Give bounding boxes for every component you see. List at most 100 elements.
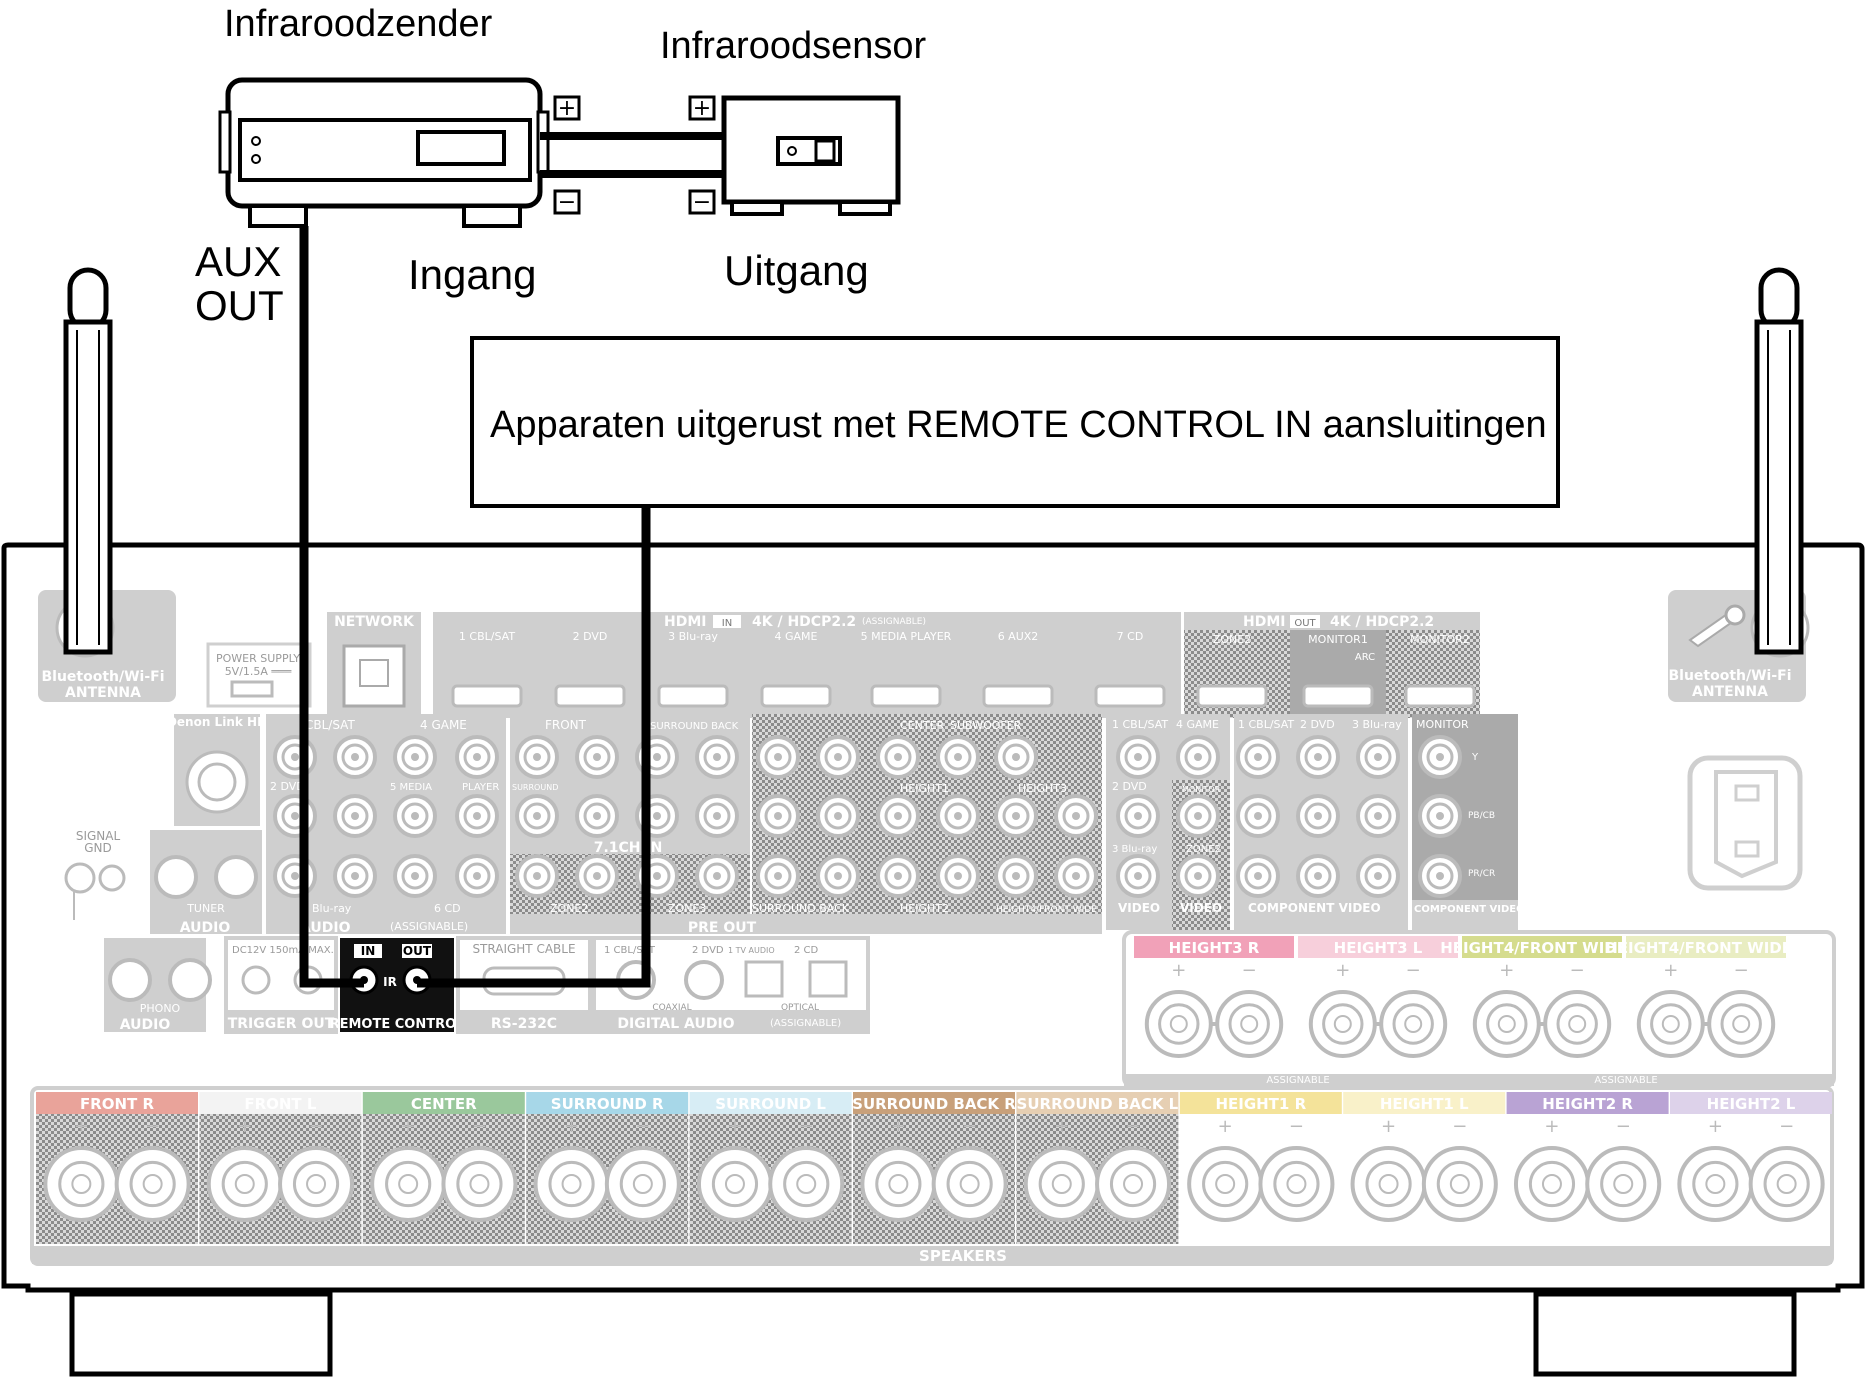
digital-audio-label: DIGITAL AUDIO	[617, 1016, 734, 1032]
preout-section: 7.1CH IN PRE OUT FRONT SURROUND BACK SUR…	[510, 714, 1102, 936]
component-y: Y	[1471, 752, 1479, 763]
digital-in-4: 2 CD	[794, 945, 819, 956]
digital-audio: 1 CBL/SAT 2 DVD 1 TV AUDIO 2 CD COAXIAL …	[592, 936, 870, 1034]
right-foot	[1533, 1291, 1797, 1377]
denon-link-label: Denon Link HD	[167, 715, 267, 729]
phono-label: PHONO	[140, 1002, 181, 1015]
speaker-terminal-label: HEIGHT3 R	[1169, 939, 1260, 957]
transmitter-minus-terminal: −	[553, 189, 581, 215]
video-monitor: MONITOR	[1182, 785, 1221, 794]
lower-assignable-2: ASSIGNABLE	[1303, 1232, 1373, 1245]
component-video-out-label: COMPONENT VIDEO	[1414, 904, 1525, 915]
ac-in-label: AC IN	[1753, 731, 1802, 750]
hdmi-out-port-label: MONITOR1	[1308, 633, 1368, 646]
preout-jack	[575, 854, 619, 898]
minus-icon: −	[1406, 960, 1421, 981]
speaker-terminal-label: FRONT R	[80, 1095, 155, 1113]
component-jack	[1418, 854, 1462, 898]
preout-jack	[756, 854, 800, 898]
hdmi-port	[1404, 684, 1476, 708]
hdmi-out-port-label: ZONE2	[1213, 633, 1251, 646]
hdmi-port	[1196, 684, 1268, 708]
arc-label: ARC	[1355, 652, 1375, 663]
digital-in-1: 1 CBL/SAT	[604, 945, 656, 956]
audio-jack	[273, 854, 317, 898]
hdmi-in-port-label: 7 CD	[1117, 630, 1144, 643]
audio-assignable-sub: (ASSIGNABLE)	[390, 920, 468, 933]
component-jack	[1356, 794, 1400, 838]
antenna-right	[1754, 267, 1804, 655]
remote-out-label: OUT	[403, 944, 432, 958]
optical-label: OPTICAL	[781, 1003, 819, 1013]
preout-jack	[816, 735, 860, 779]
component-jack	[1418, 794, 1462, 838]
tuner-audio-label: AUDIO	[180, 920, 231, 936]
audio-jack	[455, 794, 499, 838]
speaker-terminal-pair: SURROUND L+−	[689, 1092, 852, 1222]
audio-assignable-label: AUDIO	[300, 920, 351, 936]
audio-jack	[393, 854, 437, 898]
audio-jack	[273, 794, 317, 838]
preout-jack	[994, 735, 1038, 779]
speaker-color-band	[1506, 1092, 1669, 1114]
preout-height3: HEIGHT3	[1018, 782, 1067, 795]
minus-icon: −	[1779, 1116, 1794, 1137]
speaker-color-band	[1670, 1092, 1832, 1114]
speaker-color-band	[1016, 1092, 1179, 1114]
sensor-plus-terminal: +	[688, 95, 716, 121]
sensor-minus-icon: −	[693, 190, 711, 215]
tuner-label: TUNER	[186, 902, 225, 915]
speaker-terminal-pair: HEIGHT2 L+−	[1670, 1092, 1832, 1222]
preout-front: FRONT	[545, 718, 587, 732]
hdmi-port	[982, 684, 1054, 708]
preout-jack	[695, 794, 739, 838]
preout-height4: HEIGHT4/FRONT WIDE	[996, 905, 1097, 915]
speaker-terminal-label: FRONT L	[244, 1095, 317, 1113]
speaker-terminal-pair: HEIGHT3 R+−	[1134, 936, 1294, 1058]
audio-pair-player: PLAYER	[462, 782, 499, 793]
hdmi-in-port-label: 4 GAME	[775, 630, 818, 643]
component-jack	[1296, 854, 1340, 898]
left-foot	[69, 1291, 333, 1377]
preout-jacks	[515, 735, 1098, 898]
speaker-terminal-pair: HEIGHT4/FRONT WIDE L+−	[1605, 936, 1807, 1058]
speaker-terminal-pair: HEIGHT2 R+−	[1506, 1092, 1669, 1222]
power-supply-port: POWER SUPPLY 5V/1.5A ═══	[206, 642, 312, 708]
video-jack	[1116, 854, 1160, 898]
speaker-terminal-label: HEIGHT1 R	[1215, 1095, 1306, 1113]
antenna-left-label-2: ANTENNA	[65, 685, 141, 701]
preout-jack	[936, 854, 980, 898]
signal-gnd-label-2: GND	[84, 841, 112, 855]
hdmi-port	[870, 684, 942, 708]
plus-icon: +	[1381, 1116, 1396, 1137]
preout-jack	[515, 794, 559, 838]
speaker-terminal-label: HEIGHT1 L	[1380, 1095, 1469, 1113]
plus-icon: +	[1218, 1116, 1233, 1137]
speaker-terminal-label: HEIGHT2 R	[1542, 1095, 1633, 1113]
hdmi-out-port-label: MONITOR2	[1410, 633, 1470, 646]
preout-surround-back-top: SURROUND BACK	[650, 721, 739, 732]
hdmi-in-label: HDMI	[664, 614, 706, 630]
ir-sensor-device	[721, 95, 901, 216]
minus-icon: −	[635, 1116, 650, 1137]
antenna-right-label-2: ANTENNA	[1692, 684, 1768, 700]
speaker-color-band	[199, 1092, 362, 1114]
video-out-label: VIDEO	[1180, 901, 1222, 915]
preout-jack	[876, 794, 920, 838]
audio-pair-dvd: 2 DVD	[270, 780, 305, 793]
audio-jack	[455, 735, 499, 779]
speaker-terminal-pair: SURROUND BACK R+−	[852, 1092, 1016, 1222]
lower-speaker-terminals: SPEAKERS ASSIGNABLE ASSIGNABLE ASSIGNABL…	[30, 1086, 1834, 1266]
preout-surround-back: SURROUND BACK	[752, 902, 850, 915]
speaker-color-band	[526, 1092, 689, 1114]
digital-audio-assignable: (ASSIGNABLE)	[770, 1018, 841, 1029]
hdmi-out-badge: OUT	[1294, 618, 1316, 629]
transmitter-minus-icon: −	[558, 190, 576, 215]
preout-center: CENTER	[900, 719, 945, 732]
speaker-color-band	[362, 1092, 525, 1114]
preout-zone3: ZONE3	[668, 902, 706, 915]
phono-audio-label: AUDIO	[120, 1017, 171, 1033]
minus-icon: −	[1570, 960, 1585, 981]
hdmi-port	[554, 684, 626, 708]
